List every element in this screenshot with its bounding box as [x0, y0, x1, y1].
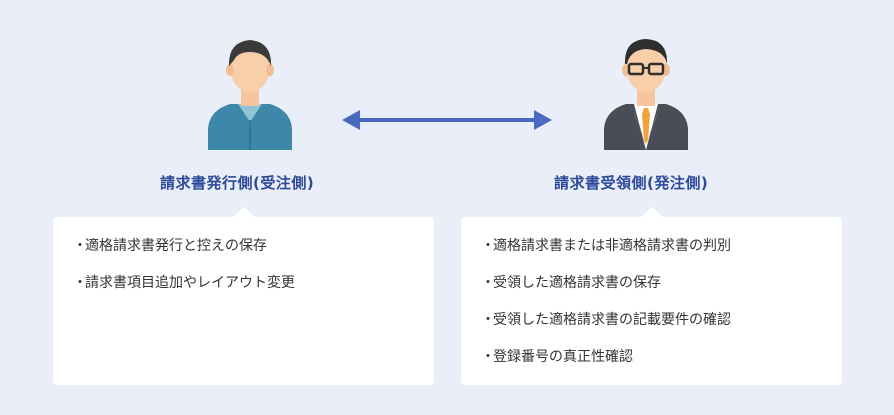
double-arrow-icon	[342, 108, 552, 136]
receiver-side-title: 請求書受領側(発注側)	[554, 174, 709, 192]
list-item: ・適格請求書発行と控えの保存	[73, 238, 267, 254]
worker-person-icon	[200, 30, 300, 154]
issuer-tasks-card: ・適格請求書発行と控えの保存 ・請求書項目追加やレイアウト変更	[53, 207, 434, 385]
receiver-tasks-card: ・適格請求書または非適格請求書の判別 ・受領した適格請求書の保存 ・受領した適格…	[461, 207, 842, 385]
list-item: ・受領した適格請求書の記載要件の確認	[481, 312, 731, 328]
receiver-tasks-list: ・適格請求書または非適格請求書の判別 ・受領した適格請求書の保存 ・受領した適格…	[461, 217, 842, 367]
list-item: ・登録番号の真正性確認	[481, 349, 633, 365]
list-item: ・請求書項目追加やレイアウト変更	[73, 275, 295, 291]
list-item: ・適格請求書または非適格請求書の判別	[481, 238, 731, 254]
issuer-tasks-list: ・適格請求書発行と控えの保存 ・請求書項目追加やレイアウト変更	[53, 217, 434, 293]
businessman-glasses-icon	[596, 30, 696, 154]
list-item: ・受領した適格請求書の保存	[481, 275, 661, 291]
issuer-side-title: 請求書発行側(受注側)	[160, 174, 315, 192]
